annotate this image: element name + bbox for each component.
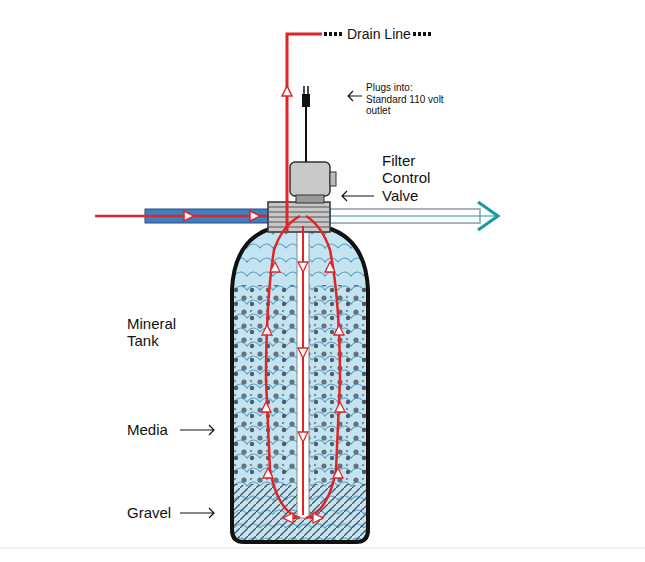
gravel-label: Gravel xyxy=(127,504,179,521)
valve-label: Filter Control Valve xyxy=(382,152,462,204)
power-note: Plugs into: Standard 110 volt outlet xyxy=(366,82,444,117)
tank-label: Mineral Tank xyxy=(127,315,207,350)
drain-line-label: Drain Line xyxy=(347,26,417,42)
media-label: Media xyxy=(127,421,179,438)
